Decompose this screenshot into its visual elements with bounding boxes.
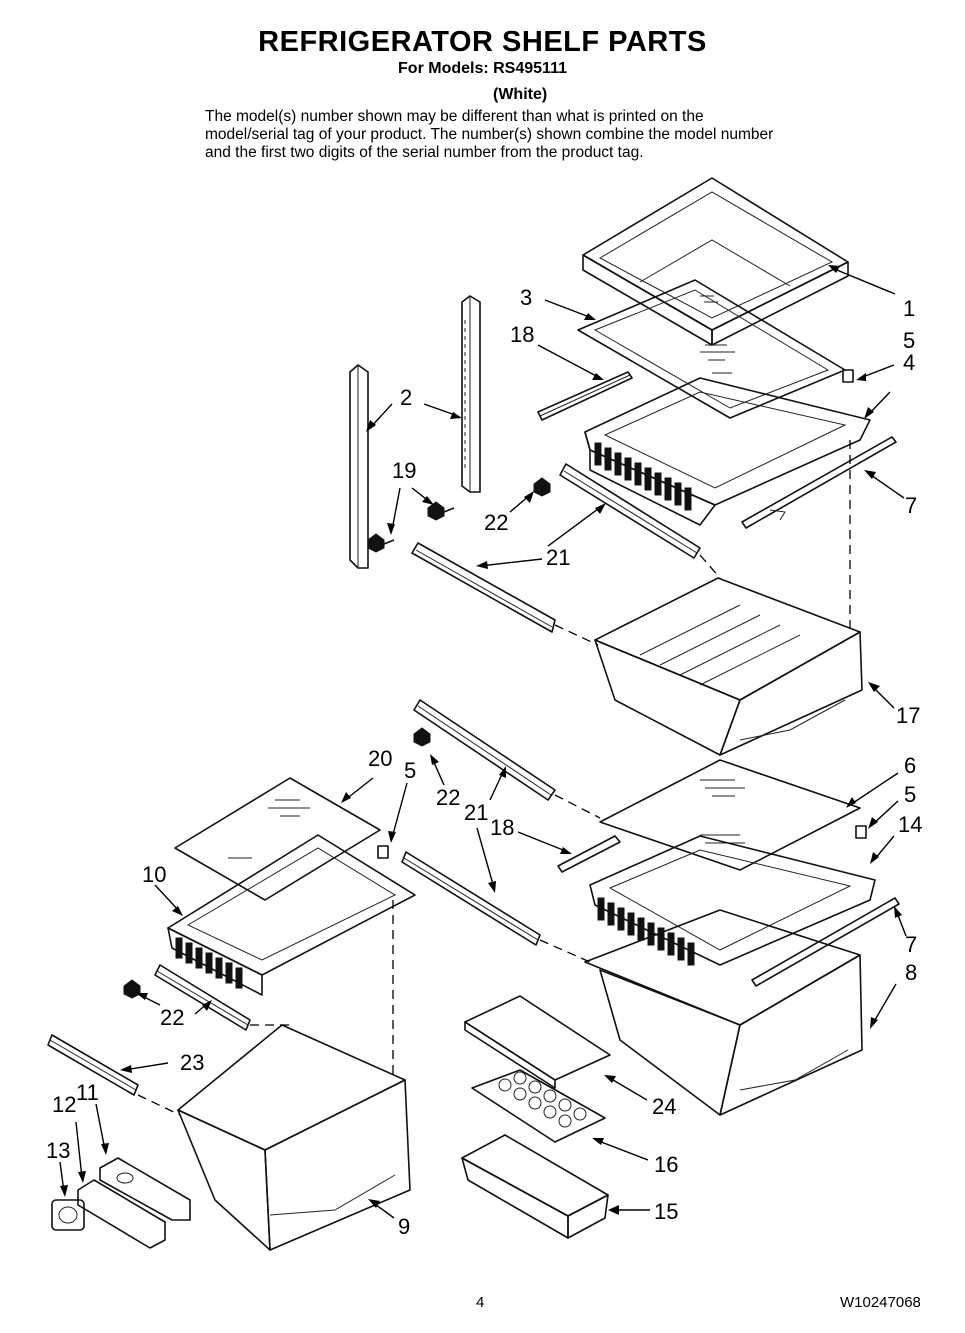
cover-13[interactable] <box>51 1199 85 1231</box>
callout-8: 8 <box>905 960 917 985</box>
egg-tray[interactable] <box>471 1069 606 1143</box>
callout-12: 12 <box>52 1092 76 1117</box>
glass-shelf-lower[interactable] <box>174 777 381 901</box>
screw-22-lower[interactable] <box>123 979 141 999</box>
callout-23: 23 <box>180 1050 204 1075</box>
crisper-drawer-middle[interactable] <box>584 909 863 1116</box>
glass-shelf-top[interactable] <box>577 279 846 419</box>
callout-19: 19 <box>392 458 416 483</box>
side-rail-upper[interactable] <box>741 436 897 529</box>
bracket-12[interactable] <box>77 1179 166 1249</box>
glass-shelf-middle[interactable] <box>599 759 861 871</box>
callout-2: 2 <box>400 385 412 410</box>
callout-15: 15 <box>654 1199 678 1224</box>
vertical-channel-left[interactable] <box>349 364 369 569</box>
callout-7: 7 <box>905 493 917 518</box>
vertical-channel-right[interactable] <box>461 295 481 493</box>
shelf-frame-top[interactable] <box>582 177 849 346</box>
shelf-frame-middle[interactable] <box>589 835 876 966</box>
callout-numbers: 1 5 4 3 18 2 19 22 21 7 17 20 5 6 22 21 … <box>46 285 922 1239</box>
slide-rail-upper-left[interactable] <box>411 542 556 633</box>
model-disclaimer: The model(s) number shown may be differe… <box>205 108 774 161</box>
callout-20: 20 <box>368 746 392 771</box>
callout-21: 21 <box>546 545 570 570</box>
callout-21: 21 <box>464 800 488 825</box>
slide-rail-lower[interactable] <box>154 964 251 1031</box>
callout-10: 10 <box>142 862 166 887</box>
bracket-11[interactable] <box>99 1157 191 1221</box>
callout-22: 22 <box>484 510 508 535</box>
shelf-frame-upper[interactable] <box>584 377 871 526</box>
model-variant: (White) <box>493 86 548 103</box>
models-line: For Models: RS495111 <box>398 60 567 77</box>
slide-rail-23[interactable] <box>47 1034 139 1096</box>
callout-17: 17 <box>896 703 920 728</box>
clip-middle-right[interactable] <box>855 825 867 839</box>
callout-3: 3 <box>520 285 532 310</box>
callout-6: 6 <box>904 753 916 778</box>
screw-19-right[interactable] <box>427 501 455 521</box>
callout-7: 7 <box>905 932 917 957</box>
shelf-trim-lower[interactable] <box>557 835 621 873</box>
screw-19-left[interactable] <box>367 533 395 553</box>
screw-22-middle[interactable] <box>413 727 431 747</box>
leader-lines <box>59 265 907 1219</box>
clip-upper[interactable] <box>842 369 854 383</box>
callout-18: 18 <box>510 322 534 347</box>
callout-22: 22 <box>436 785 460 810</box>
shelf-frame-lower[interactable] <box>167 834 416 996</box>
clip-middle-left[interactable] <box>377 845 389 859</box>
shelf-trim-upper[interactable] <box>537 371 633 421</box>
tray-24[interactable] <box>464 995 611 1089</box>
alignment-lines <box>137 440 851 1116</box>
crisper-drawer-lower[interactable] <box>177 1024 411 1251</box>
slide-rail-upper-right[interactable] <box>559 463 701 559</box>
callout-5: 5 <box>903 328 915 353</box>
callout-1: 1 <box>903 296 915 321</box>
callout-24: 24 <box>652 1094 676 1119</box>
crisper-drawer-upper[interactable] <box>594 577 863 756</box>
callout-22: 22 <box>160 1005 184 1030</box>
callout-13: 13 <box>46 1138 70 1163</box>
callout-9: 9 <box>398 1214 410 1239</box>
storage-bin[interactable] <box>461 1134 609 1239</box>
callout-16: 16 <box>654 1152 678 1177</box>
callout-4: 4 <box>903 350 915 375</box>
side-rail-lower[interactable] <box>751 897 900 987</box>
callout-14: 14 <box>898 812 922 837</box>
callout-5: 5 <box>404 758 416 783</box>
slide-rail-mid-left[interactable] <box>401 851 541 946</box>
callout-11: 11 <box>76 1080 99 1105</box>
document-number: W10247068 <box>840 1294 921 1311</box>
screw-22-upper[interactable] <box>533 477 551 497</box>
page-title: REFRIGERATOR SHELF PARTS <box>258 26 707 58</box>
callout-18: 18 <box>490 815 514 840</box>
callout-5: 5 <box>904 782 916 807</box>
page-number: 4 <box>476 1294 485 1311</box>
